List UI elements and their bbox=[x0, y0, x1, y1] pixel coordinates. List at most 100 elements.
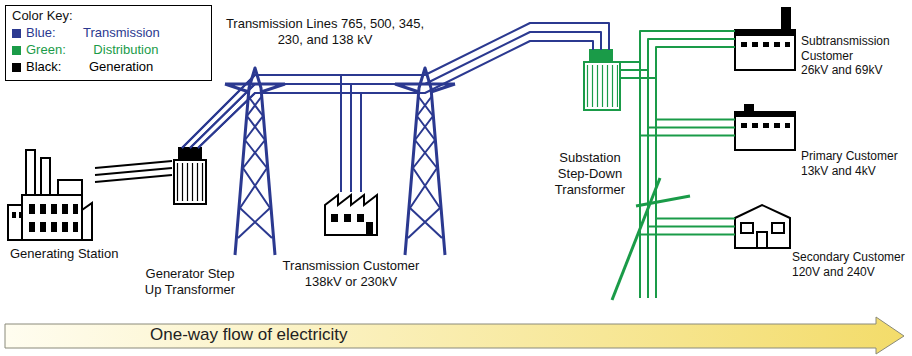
legend-text: Green: Distribution bbox=[26, 42, 158, 59]
drawing-part bbox=[763, 42, 769, 47]
generating-station: Generating Station bbox=[5, 150, 95, 240]
drawing-part bbox=[331, 214, 338, 222]
drawing-part bbox=[647, 226, 649, 298]
voltage-label: 26kV and 69kV bbox=[801, 63, 906, 78]
transmission-line bbox=[182, 23, 609, 148]
station-windows bbox=[12, 204, 78, 232]
drawing-part bbox=[584, 62, 620, 110]
drawing-part bbox=[735, 112, 795, 116]
drawing-part bbox=[40, 222, 46, 232]
drawing-part bbox=[29, 204, 35, 214]
drawing-part bbox=[735, 30, 795, 35]
transmission-tap bbox=[182, 75, 361, 192]
drawing-part bbox=[636, 196, 690, 206]
drawing-part bbox=[62, 204, 68, 214]
color-key: Color Key:Blue: TransmissionGreen: Distr… bbox=[5, 5, 212, 81]
generation-line bbox=[95, 161, 172, 182]
wire bbox=[198, 93, 361, 192]
node-label: Generating Station bbox=[10, 246, 118, 262]
drawing-part bbox=[772, 223, 784, 233]
distribution-line bbox=[620, 62, 735, 136]
drawing-part bbox=[325, 195, 377, 235]
legend-entry: Black: Generation bbox=[12, 59, 205, 76]
step-down-transformer-icon bbox=[584, 50, 620, 110]
drawing-part bbox=[639, 234, 641, 298]
legend-swatch bbox=[12, 29, 21, 38]
legend-text: Black: Generation bbox=[26, 59, 153, 76]
wire bbox=[620, 78, 735, 120]
transmission-customer: Transmission Customer138kV or 230kV bbox=[325, 192, 377, 235]
node-label: Transmission Customer bbox=[283, 258, 420, 274]
distribution-trunk bbox=[640, 218, 656, 298]
legend-text: Blue: Transmission bbox=[26, 25, 160, 42]
generating-station-icon bbox=[8, 150, 92, 240]
drawing-part bbox=[735, 205, 790, 248]
node-label-group: Subtransmission Customer26kV and 69kV bbox=[801, 34, 906, 78]
node-label-group: Substation Step-Down Transformer bbox=[546, 150, 634, 198]
node-label-group: Transmission Customer138kV or 230kV bbox=[283, 258, 420, 290]
node-label-group: Generating Station bbox=[10, 246, 118, 262]
drawing-part bbox=[26, 150, 35, 196]
drawing-part bbox=[735, 112, 795, 150]
drawing-part bbox=[40, 204, 46, 214]
flow-label: One-way flow of electricity bbox=[150, 325, 347, 345]
flow-arrow bbox=[5, 317, 904, 354]
drawing-part bbox=[174, 160, 206, 204]
voltage-label: 138kV or 230kV bbox=[283, 274, 420, 290]
drawing-part bbox=[735, 30, 795, 70]
drawing-part bbox=[782, 8, 790, 30]
secondary-customer: Secondary Customer120V and 240V bbox=[735, 205, 790, 248]
drawing-part bbox=[586, 65, 618, 107]
primary-building bbox=[735, 105, 795, 150]
wire bbox=[190, 32, 601, 148]
drawing-part bbox=[357, 214, 364, 222]
node-label: Generator Step Up Transformer bbox=[138, 266, 242, 298]
subtransmission-building bbox=[735, 8, 795, 70]
legend-entry: Green: Distribution bbox=[12, 42, 205, 59]
drawing-part bbox=[774, 123, 780, 128]
drawing-part bbox=[62, 222, 68, 232]
node-label: Subtransmission Customer bbox=[801, 34, 906, 63]
node-label-group: Primary Customer13kV and 4kV bbox=[801, 149, 906, 178]
drawing-part bbox=[29, 222, 35, 232]
drawing-part bbox=[344, 214, 351, 222]
transmission-tower bbox=[395, 68, 455, 255]
drawing-part bbox=[58, 180, 82, 195]
line-label: Transmission Lines 765, 500, 345, 230, a… bbox=[218, 16, 433, 49]
drawing-part bbox=[752, 123, 758, 128]
drawing-part bbox=[366, 222, 373, 235]
wire bbox=[620, 70, 735, 227]
drawing-part bbox=[741, 123, 747, 128]
step-up-transformer-icon bbox=[174, 148, 206, 204]
drawing-part bbox=[785, 123, 790, 128]
wire bbox=[620, 62, 735, 235]
node-label: Secondary Customer bbox=[792, 250, 910, 265]
drawing-part bbox=[785, 42, 790, 47]
legend-entry: Blue: Transmission bbox=[12, 25, 205, 42]
step-up-transformer: Generator Step Up Transformer bbox=[172, 148, 208, 204]
voltage-label: 120V and 240V bbox=[792, 265, 910, 280]
drawing-part bbox=[41, 158, 50, 196]
node-label: Primary Customer bbox=[801, 149, 906, 164]
drawing-part bbox=[763, 123, 769, 128]
primary-customer: Primary Customer13kV and 4kV bbox=[735, 105, 797, 150]
wire bbox=[190, 84, 351, 192]
wire bbox=[620, 39, 735, 70]
drawing-part bbox=[51, 204, 57, 214]
voltage-label: 13kV and 4kV bbox=[801, 164, 906, 179]
node-label: Substation Step-Down Transformer bbox=[546, 150, 634, 198]
node-label-group: Generator Step Up Transformer bbox=[138, 266, 242, 298]
drawing-part bbox=[12, 212, 16, 218]
node-label-group: Secondary Customer120V and 240V bbox=[792, 250, 910, 279]
house-icon bbox=[735, 205, 790, 248]
wire bbox=[182, 23, 609, 148]
wire bbox=[198, 41, 593, 148]
legend-swatch bbox=[12, 63, 21, 72]
wire bbox=[95, 175, 172, 182]
subtransmission-customer: Subtransmission Customer26kV and 69kV bbox=[735, 8, 797, 70]
factory-icon bbox=[325, 195, 377, 235]
drawing-part bbox=[22, 195, 82, 240]
drawing-part bbox=[51, 222, 57, 232]
distribution-line bbox=[620, 62, 735, 235]
